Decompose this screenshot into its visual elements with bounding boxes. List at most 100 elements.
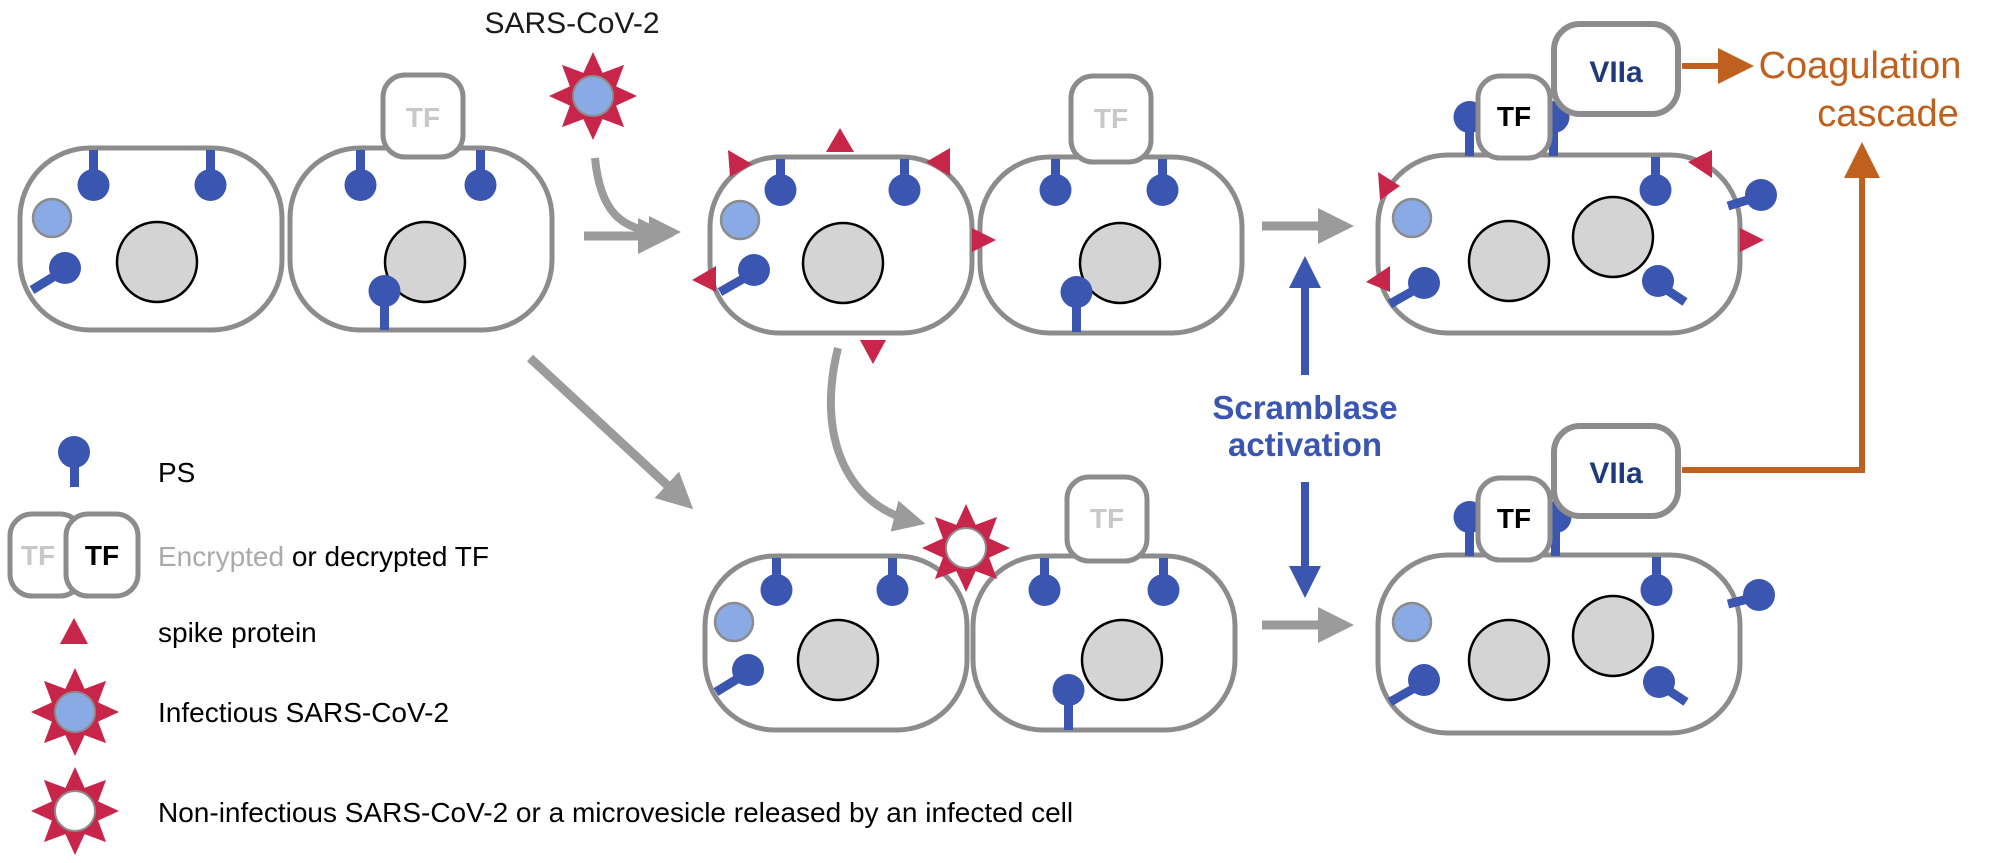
vesicle [31, 197, 73, 239]
legend-infectious-icon [31, 668, 119, 756]
tf-encrypted: TF [1064, 474, 1150, 564]
ps-molecule [1642, 265, 1688, 306]
virus-label: SARS-CoV-2 [484, 7, 659, 40]
coagulation-label: cascade [1817, 93, 1959, 135]
result-top-cells: VIIa TF [1366, 21, 1777, 336]
nucleus [796, 618, 880, 702]
svg-text:VIIa: VIIa [1589, 457, 1643, 490]
viia-factor: VIIa [1551, 21, 1681, 117]
ps-molecule [876, 558, 909, 606]
tf-decrypted: TF [1475, 73, 1553, 161]
viia-factor: VIIa [1551, 423, 1681, 519]
svg-text:TF: TF [85, 540, 119, 571]
vesicle [713, 601, 755, 643]
nucleus [383, 220, 467, 304]
legend-spike-icon [60, 618, 88, 644]
ps-molecule [464, 150, 497, 201]
ps-molecule [1028, 558, 1061, 606]
stage1-cells: TF [17, 72, 555, 333]
stage2-bottom-cells: TF [702, 474, 1238, 733]
svg-text:TF: TF [21, 540, 55, 571]
ps-molecule [1147, 558, 1180, 606]
ps-molecule [1643, 666, 1689, 706]
spike-protein [826, 128, 854, 152]
ps-molecule [77, 150, 110, 201]
legend-ps-label: PS [158, 457, 195, 488]
legend-tf-label: Encrypted or decrypted TF [158, 541, 489, 572]
virus-infectious [549, 52, 637, 140]
scramblase-group: Scramblase activation [1212, 256, 1398, 598]
spike-protein [1740, 228, 1764, 252]
svg-text:TF: TF [406, 102, 440, 133]
svg-text:TF: TF [1497, 101, 1531, 132]
nucleus [1467, 219, 1551, 303]
ps-molecule [368, 275, 401, 330]
cell [1375, 152, 1743, 336]
arrow-vesicle [826, 347, 926, 532]
arrow-infection [591, 157, 681, 248]
cell [1375, 552, 1743, 736]
coagulation-label: Coagulation [1759, 45, 1962, 87]
spike-protein [1688, 150, 1712, 178]
legend-infectious-label: Infectious SARS-CoV-2 [158, 697, 449, 728]
ps-molecule [1640, 557, 1673, 606]
ps-molecule [1052, 674, 1085, 730]
legend: PS TF TF Encrypted or decrypted TF spike… [7, 436, 1073, 855]
legend-tf-icon: TF TF [7, 511, 141, 599]
ps-molecule [760, 558, 793, 606]
nucleus [1467, 618, 1551, 702]
nucleus [1078, 221, 1162, 305]
ps-externalized [1726, 179, 1777, 211]
spike-protein [972, 228, 996, 252]
scramblase-label: activation [1228, 426, 1382, 463]
vesicle [719, 199, 761, 241]
spike-protein [728, 150, 752, 177]
spike-protein [1366, 266, 1390, 292]
vesicle [1391, 601, 1433, 643]
ps-molecule [344, 150, 377, 201]
ps-molecule [1039, 159, 1072, 206]
nucleus [1080, 618, 1164, 702]
ps-molecule [764, 159, 797, 206]
legend-noninfectious-label: Non-infectious SARS-CoV-2 or a microvesi… [158, 797, 1073, 828]
vesicle [1391, 197, 1433, 239]
arrow-diagonal [526, 354, 694, 510]
spike-protein [692, 266, 716, 292]
ps-molecule [194, 150, 227, 201]
result-bottom-cells: VIIa TF [1375, 423, 1775, 736]
ps-molecule [888, 159, 921, 206]
svg-text:TF: TF [1094, 103, 1128, 134]
nucleus [1571, 594, 1655, 678]
ps-externalized [1726, 579, 1775, 611]
ps-molecule [717, 254, 770, 296]
ps-molecule [1387, 664, 1440, 706]
tf-encrypted: TF [380, 72, 466, 160]
svg-text:TF: TF [1497, 503, 1531, 534]
nucleus [1571, 195, 1655, 279]
tf-decrypted: TF [1475, 475, 1553, 563]
tf-encrypted: TF [1068, 73, 1154, 165]
spike-protein [926, 148, 950, 176]
ps-molecule [1146, 159, 1179, 206]
scramblase-label: Scramblase [1212, 389, 1397, 426]
ps-molecule [29, 252, 81, 294]
nucleus [801, 221, 885, 305]
legend-noninfectious-icon [31, 767, 119, 855]
virus-noninfectious [922, 504, 1010, 592]
stage2-top-cells: TF [692, 73, 1245, 364]
ps-molecule [1060, 276, 1093, 332]
spike-protein [1378, 172, 1400, 200]
svg-text:TF: TF [1090, 503, 1124, 534]
ps-molecule [1639, 157, 1672, 206]
legend-ps-icon [58, 436, 90, 487]
ps-molecule [713, 654, 764, 696]
ps-molecule [1387, 267, 1440, 308]
legend-spike-label: spike protein [158, 617, 317, 648]
arrow-bottom-to-coagulation [1682, 142, 1880, 473]
coagulation-group: Coagulation cascade [1682, 45, 1962, 473]
spike-protein [860, 340, 886, 364]
svg-text:VIIa: VIIa [1589, 56, 1643, 89]
nucleus [115, 220, 199, 304]
